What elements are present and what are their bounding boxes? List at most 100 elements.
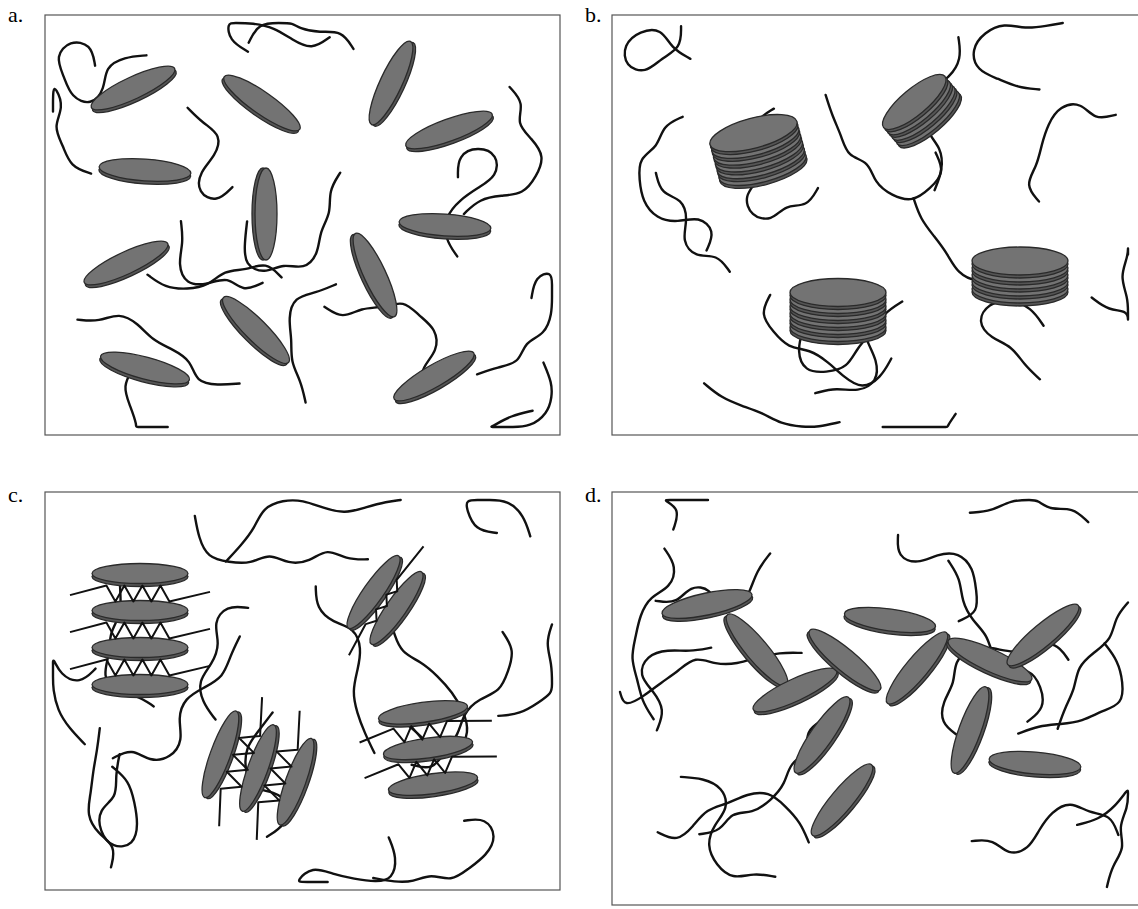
platelet — [92, 564, 188, 584]
polymer-chain — [699, 719, 823, 834]
polymer-chain — [89, 728, 114, 867]
platelet — [719, 608, 795, 693]
clay-platelets — [70, 37, 1087, 850]
platelet — [398, 211, 491, 239]
polymer-chain — [180, 221, 263, 288]
platelet — [843, 603, 937, 638]
platelet-stack — [362, 37, 424, 131]
platelet-stack — [188, 687, 331, 850]
polymer-chain — [970, 500, 1088, 522]
intercalated-chain — [358, 715, 493, 749]
polymer-chain — [658, 793, 809, 842]
polymer-chain — [188, 108, 233, 199]
polymer-chain — [498, 624, 552, 715]
polymer-chain — [1077, 791, 1128, 887]
platelet-stack — [787, 691, 860, 781]
platelet-stack — [879, 626, 957, 713]
polymer-chain — [883, 414, 956, 427]
platelet — [879, 626, 955, 711]
polymer-chain — [656, 173, 730, 272]
polymer-chain — [228, 23, 329, 52]
platelet-stack — [98, 156, 192, 187]
intercalated-chain — [246, 708, 310, 842]
polymer-chain — [625, 26, 691, 70]
platelet — [988, 748, 1082, 778]
platelet — [402, 104, 496, 156]
platelet — [98, 156, 191, 184]
platelet — [80, 234, 173, 293]
polymer-chain — [290, 284, 336, 402]
polymer-chain — [1029, 104, 1116, 201]
platelet-stack — [97, 345, 192, 393]
intercalated-chain — [346, 545, 427, 657]
intercalated-chain — [70, 660, 210, 676]
polymer-chain — [681, 777, 775, 877]
platelet — [387, 767, 479, 799]
polymer-chain — [1092, 249, 1128, 320]
platelet — [346, 229, 405, 322]
platelet — [944, 683, 996, 777]
polymer-chain — [249, 23, 354, 49]
platelet-stack — [327, 532, 444, 669]
intercalated-chain — [70, 623, 210, 639]
platelet — [87, 59, 180, 118]
polymer-chain — [53, 89, 91, 174]
intercalated-chain — [363, 751, 498, 785]
polymer-chain — [477, 274, 552, 375]
platelet-stack — [801, 622, 888, 700]
polymer-chain — [898, 535, 977, 621]
platelet — [787, 691, 858, 779]
platelet — [1001, 597, 1086, 673]
platelet — [382, 732, 474, 764]
panel-frame — [612, 15, 1138, 435]
platelet — [92, 675, 188, 695]
polymer-chain — [99, 754, 137, 846]
polymer-chain — [666, 500, 708, 529]
platelet-stack — [717, 608, 795, 695]
platelet — [255, 168, 277, 260]
polymer-chain — [491, 363, 551, 427]
platelet — [362, 37, 421, 130]
polymer-chain — [446, 149, 497, 256]
platelet-stack — [842, 603, 937, 641]
polymer-chain — [53, 661, 96, 745]
platelet — [803, 622, 888, 698]
platelet-stack — [972, 247, 1068, 306]
platelet-stack — [252, 168, 277, 260]
platelet-stack — [398, 211, 492, 242]
polymer-chain — [226, 500, 401, 562]
platelet-stack — [214, 290, 297, 373]
intercalated-chain — [208, 695, 272, 829]
polymer-chains — [53, 23, 1128, 887]
platelet — [98, 345, 193, 390]
polymer-chain — [704, 383, 839, 426]
panel-label: c. — [8, 482, 23, 508]
platelet — [804, 758, 880, 843]
platelet — [706, 107, 801, 159]
platelet-stack — [389, 343, 481, 411]
platelet-stack — [706, 107, 811, 196]
platelet-stack — [343, 229, 405, 323]
polymer-chain — [639, 117, 711, 251]
platelet — [377, 696, 469, 728]
platelet — [790, 279, 886, 307]
platelet-stack — [216, 68, 306, 141]
polymer-chain — [632, 549, 674, 720]
polymer-chain — [467, 500, 531, 536]
polymer-chain — [147, 265, 281, 288]
platelet-stack — [80, 234, 174, 296]
polymer-chain — [299, 837, 395, 882]
platelet — [972, 247, 1068, 275]
intercalated-chain — [70, 586, 210, 602]
platelet-stack — [402, 104, 497, 159]
platelet-stack — [790, 279, 886, 345]
panel-label: d. — [585, 482, 602, 508]
polymer-chain — [464, 87, 542, 214]
platelet — [389, 343, 480, 408]
panel-label: b. — [585, 2, 602, 28]
platelet — [92, 638, 188, 658]
platelet — [92, 601, 188, 621]
polymer-chain — [974, 23, 1063, 89]
